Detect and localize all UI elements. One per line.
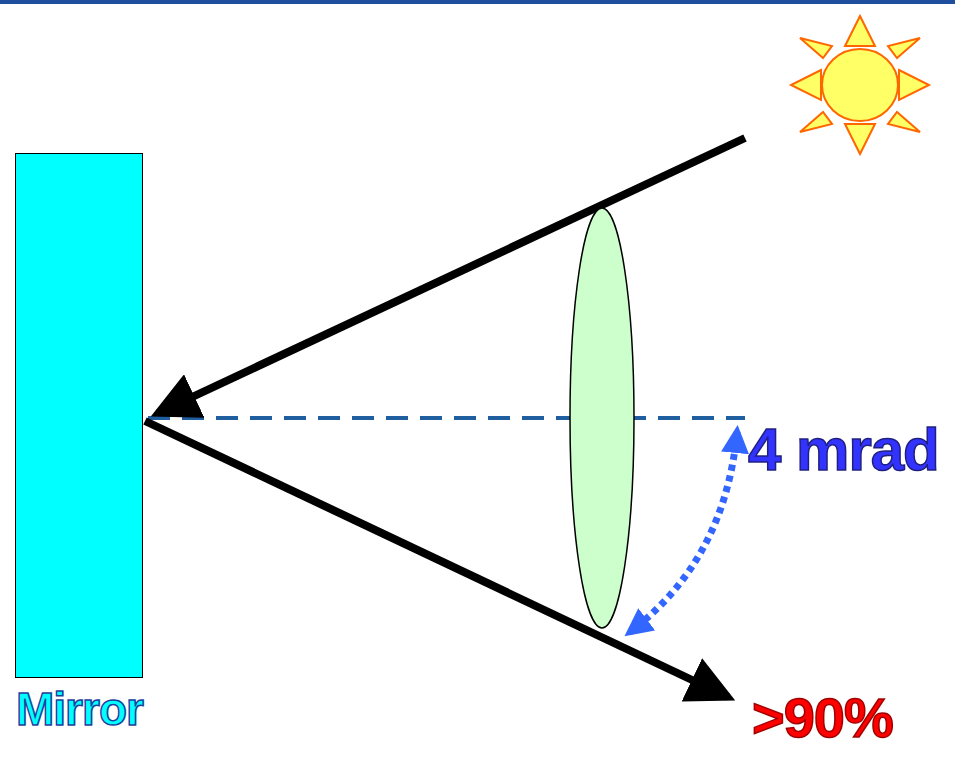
sun-symbol xyxy=(791,16,929,154)
normal-line xyxy=(148,416,745,420)
beam-cone xyxy=(570,208,634,628)
reflected-ray xyxy=(145,421,728,697)
incident-ray xyxy=(158,138,745,413)
efficiency-label: >90% xyxy=(752,690,893,746)
angle-arc xyxy=(630,432,737,632)
mirror-label: Mirror xyxy=(16,686,143,732)
angle-label: 4 mrad xyxy=(748,420,939,480)
mirror-plate: Mirror xyxy=(15,153,143,678)
top-rule xyxy=(0,0,955,4)
